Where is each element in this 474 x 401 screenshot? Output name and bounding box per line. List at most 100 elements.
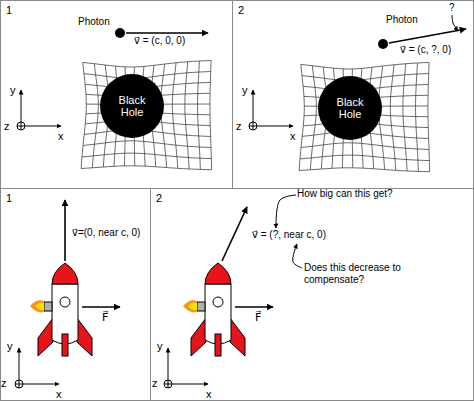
black-hole: Black Hole — [317, 75, 383, 141]
photon-dot — [115, 28, 125, 38]
force-label: F⃗ — [102, 311, 108, 323]
axis-label: y — [10, 84, 16, 96]
y-axis — [168, 348, 169, 380]
force-arrow — [235, 306, 273, 308]
rocket — [183, 263, 245, 356]
axis-label: x — [58, 130, 64, 142]
particle-name: Photon — [386, 14, 418, 26]
spacetime-grid — [81, 61, 211, 170]
axes — [17, 90, 61, 130]
axis-label: x — [206, 388, 212, 400]
grid-line — [81, 166, 211, 170]
grid-line — [185, 62, 189, 169]
axis-label: x — [290, 130, 296, 142]
panel-frame: 1 — [0, 188, 151, 401]
z-axis-symbol — [15, 380, 23, 388]
axis-label: y — [157, 340, 163, 352]
force-label: F⃗ — [255, 311, 261, 323]
axis-label: z — [1, 377, 7, 389]
leader-line — [276, 195, 296, 228]
panel-number: 2 — [156, 192, 162, 204]
side-thruster — [44, 302, 52, 311]
grid-line — [403, 64, 407, 171]
z-axis-cross — [164, 380, 172, 388]
question-mark: ? — [449, 2, 455, 14]
spacetime-grid — [299, 63, 429, 172]
panel-number: 1 — [6, 4, 12, 16]
axes — [249, 90, 293, 130]
grid-line — [210, 61, 212, 170]
velocity-label: v⃗ = (c, ?, 0) — [400, 44, 451, 56]
grid-line — [83, 61, 211, 67]
thruster-flame — [30, 300, 44, 312]
rocket — [30, 263, 92, 356]
velocity-arrow — [222, 207, 247, 261]
rocket-fin — [215, 334, 221, 356]
axis-label: z — [152, 377, 158, 389]
grid-line — [428, 63, 430, 172]
black-hole-label: Black Hole — [327, 96, 373, 120]
grid-line — [310, 66, 316, 170]
z-axis-cross — [17, 122, 25, 130]
rocket-fin — [191, 318, 206, 356]
z-axis-symbol — [17, 122, 25, 130]
question-note: How big can this get? — [297, 188, 393, 200]
rocket-nose — [52, 263, 78, 284]
grid-line — [82, 153, 211, 158]
axis-label: y — [7, 340, 13, 352]
grid-line — [81, 62, 86, 168]
rocket-nose — [205, 263, 231, 284]
x-axis — [23, 384, 59, 385]
rocket-window — [213, 297, 223, 307]
grid-line — [301, 143, 429, 150]
y-axis — [253, 90, 254, 122]
grid-line — [83, 141, 211, 148]
leader-line — [293, 244, 302, 268]
velocity-label: v⃗ = (c, 0, 0) — [134, 35, 185, 47]
velocity-label: v⃗=(0, near c, 0) — [72, 227, 140, 239]
black-hole-circle — [100, 74, 164, 138]
velocity-label: v⃗ = (?, near c, 0) — [252, 229, 326, 241]
black-hole-text-box: Black Hole — [317, 75, 383, 141]
velocity-arrow — [389, 29, 466, 43]
axes — [164, 348, 208, 388]
particle-name: Photon — [78, 16, 110, 28]
black-hole-label: Black Hole — [109, 94, 155, 118]
z-axis-symbol — [249, 122, 257, 130]
grid-line — [299, 64, 304, 170]
panel-frame: 1Black Hole — [0, 0, 233, 189]
grid-line — [84, 72, 211, 79]
panel-frame: 2 — [150, 188, 474, 401]
grid-line — [172, 63, 177, 169]
question-note: Does this decrease to compensate? — [304, 262, 436, 286]
x-axis — [25, 126, 61, 127]
axis-label: y — [242, 84, 248, 96]
x-axis — [172, 384, 208, 385]
rocket-fin — [62, 334, 68, 356]
velocity-arrow — [64, 200, 66, 261]
black-hole-circle — [318, 76, 382, 140]
grid-line — [302, 74, 429, 81]
force-arrow — [82, 306, 120, 308]
z-axis-cross — [249, 122, 257, 130]
axes — [15, 348, 59, 388]
grid-line — [300, 155, 429, 160]
z-axis-symbol — [164, 380, 172, 388]
grid-line — [416, 63, 419, 171]
axis-label: x — [56, 388, 62, 400]
thruster-flame — [183, 300, 197, 312]
panel-number: 1 — [6, 192, 12, 204]
leader-line — [452, 15, 458, 31]
grid-line — [301, 63, 429, 69]
y-axis — [19, 348, 20, 380]
panel-frame: 2Black Hole — [232, 0, 474, 189]
grid-line — [390, 65, 395, 171]
axis-label: z — [236, 120, 242, 132]
black-hole: Black Hole — [99, 73, 165, 139]
panel-number: 2 — [238, 4, 244, 16]
side-thruster — [197, 302, 205, 311]
y-axis — [21, 90, 22, 122]
